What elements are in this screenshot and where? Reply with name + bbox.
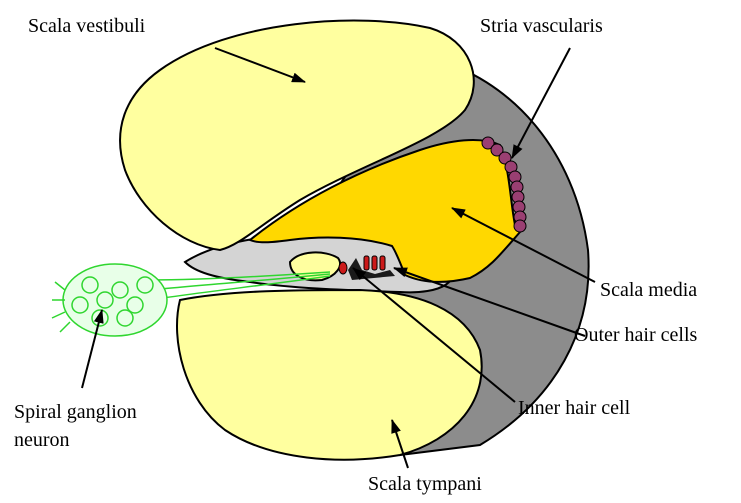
scala-tympani-region [177,290,482,460]
outer-hair-cell-shapes [364,256,385,270]
label-scala-tympani: Scala tympani [368,472,482,496]
label-inner-hair-cell: Inner hair cell [518,396,630,420]
label-scala-vestibuli: Scala vestibuli [28,14,145,38]
label-spiral-ganglion-line2: neuron [14,428,70,452]
label-stria-vascularis: Stria vascularis [480,14,603,38]
label-scala-media: Scala media [600,278,697,302]
inner-hair-cell-shape [339,262,347,274]
label-outer-hair-cells: Outer hair cells [574,323,697,347]
label-spiral-ganglion-line1: Spiral ganglion [14,400,137,424]
